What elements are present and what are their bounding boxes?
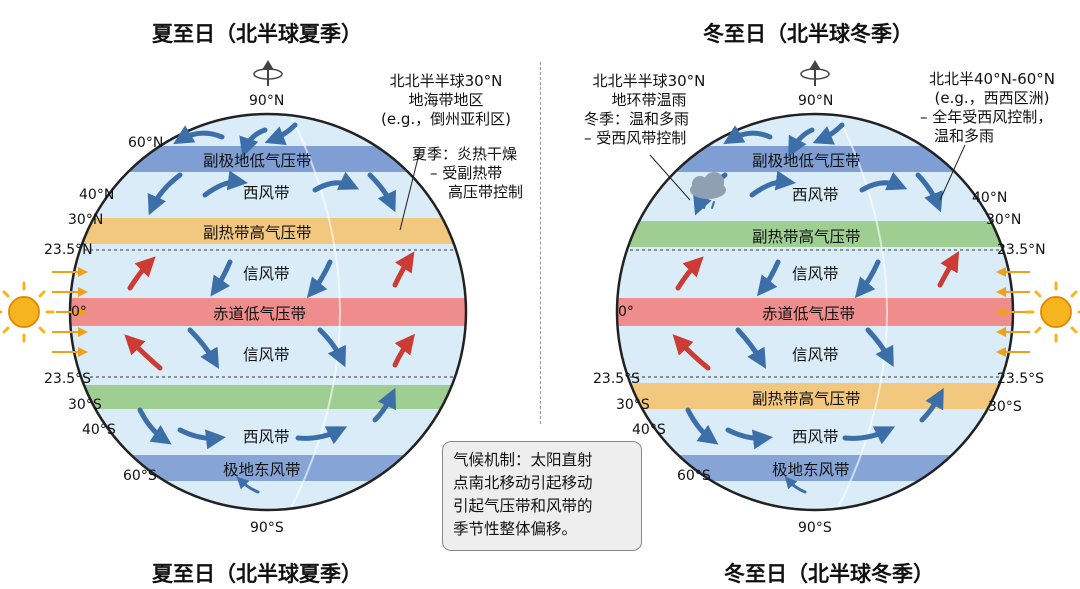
winter-label-equatorial-low: 赤道低气压带 (762, 305, 856, 323)
summer-label-subpolar-low: 副极地低气压带 (203, 152, 312, 170)
caption-line: 季节性整体偏移。 (453, 520, 578, 538)
winter-band-equatorial-low (617, 298, 1013, 326)
summer-lat-label: 40°S (82, 422, 116, 438)
summer-pole-south: 90°S (250, 520, 284, 536)
summer-band-equatorial-low (70, 298, 466, 326)
annotation-line: – 受副热带 (430, 164, 503, 182)
winter-label-trades-n: 信风带 (792, 265, 839, 283)
winter-label-polar-easterlies: 极地东风带 (772, 461, 850, 479)
winter-lat-label: 0° (618, 304, 634, 320)
rain-cloud-icon (690, 172, 726, 209)
winter-lat-label: 23.5°S (997, 371, 1045, 387)
annotation-line: 地海带地区 (408, 91, 484, 109)
rotation-icon (253, 60, 283, 86)
annotation-line: 地环带温雨 (611, 91, 687, 109)
summer-label-polar-easterlies: 极地东风带 (223, 461, 301, 479)
winter-lat-label: 40°N (972, 190, 1008, 206)
annotation-line: 北北半半球30°N (592, 72, 706, 90)
winter-lat-label: 40°S (632, 422, 666, 438)
winter-lat-label: 30°S (616, 397, 650, 413)
annotation-line: – 全年受西风控制， (920, 108, 1053, 126)
winter-label-trades-s: 信风带 (792, 346, 839, 364)
summer-title-top: 夏至日（北半球夏季） (152, 22, 362, 46)
summer-label-subtropical-high: 副热带高气压带 (203, 224, 312, 242)
summer-lat-label: 30°S (68, 397, 102, 413)
summer-lat-label: 30°N (68, 212, 104, 228)
annotation-line: 北北半40°N-60°N (928, 70, 1056, 88)
winter-label-subpolar-low: 副极地低气压带 (752, 152, 861, 170)
summer-lat-label: 23.5°N (44, 242, 93, 258)
summer-band-subtropical-high (70, 218, 466, 244)
annotation-line: 夏季：炎热干燥 (412, 145, 518, 163)
summer-lat-label: 23.5°S (44, 371, 92, 387)
annotation-line: (e.g.，倒州亚利区) (381, 110, 511, 128)
rotation-icon (800, 60, 830, 86)
annotation-line: 北北半半球30°N (389, 72, 503, 90)
annotation-line: 温和多雨 (934, 127, 995, 145)
winter-label-subtropical-high-n: 副热带高气压带 (752, 228, 861, 246)
summer-label-trades-n: 信风带 (243, 265, 290, 283)
winter-lat-label: 23.5°S (593, 371, 641, 387)
summer-pole-north: 90°N (249, 93, 285, 109)
annotation-line: 高压带控制 (448, 183, 524, 201)
sun-rays-arrows (52, 267, 88, 357)
annotation-line: – 受西风带控制 (584, 129, 687, 147)
summer-annotation: 北北半半球30°N 地海带地区 (e.g.，倒州亚利区) (368, 72, 524, 129)
summer-band-green (70, 385, 466, 409)
winter-annotation-left: 北北半半球30°N 地环带温雨 冬季：温和多雨 – 受西风带控制 (574, 72, 724, 148)
winter-lat-label: 23.5°N (997, 242, 1046, 258)
sun-rays-arrows (996, 267, 1030, 357)
summer-season-note: 夏季：炎热干燥 – 受副热带 高压带控制 (412, 145, 542, 202)
climate-mechanism-caption: 气候机制：太阳直射 点南北移动引起移动 引起气压带和风带的 季节性整体偏移。 (442, 441, 642, 551)
winter-pole-north: 90°N (798, 93, 834, 109)
sun-icon (0, 281, 55, 343)
summer-lat-label: 0° (71, 304, 87, 320)
summer-lat-label: 40°N (79, 187, 115, 203)
winter-lat-label: 30°N (986, 212, 1022, 228)
annotation-line: 冬季：温和多雨 (584, 110, 690, 128)
winter-band-green (617, 221, 1013, 247)
summer-label-westerlies-s: 西风带 (243, 428, 290, 446)
summer-title-bottom: 夏至日（北半球夏季） (152, 562, 362, 586)
winter-globe (615, 60, 1080, 512)
winter-band-subtropical-high (617, 383, 1013, 409)
winter-title-bottom: 冬至日（北半球冬季） (724, 562, 934, 586)
winter-label-subtropical-high-s: 副热带高气压带 (752, 390, 861, 408)
winter-label-westerlies-s: 西风带 (792, 428, 839, 446)
sun-icon (1025, 281, 1080, 343)
winter-lat-label: 30°S (988, 399, 1022, 415)
summer-label-trades-s: 信风带 (243, 346, 290, 364)
winter-pole-south: 90°S (798, 520, 832, 536)
summer-label-equatorial-low: 赤道低气压带 (213, 305, 307, 323)
summer-lat-label: 60°N (128, 135, 164, 151)
panel-divider (540, 62, 541, 424)
winter-annotation-right: 北北半40°N-60°N (e.g.，西西区洲) – 全年受西风控制， 温和多雨 (912, 70, 1072, 146)
summer-globe (0, 60, 468, 512)
caption-line: 引起气压带和风带的 (453, 497, 593, 515)
caption-line: 点南北移动引起移动 (453, 474, 593, 492)
summer-label-westerlies-n: 西风带 (243, 184, 290, 202)
winter-title-top: 冬至日（北半球冬季） (703, 22, 913, 46)
summer-lat-label: 60°S (123, 468, 157, 484)
winter-lat-label: 60°S (677, 468, 711, 484)
winter-label-westerlies-n: 西风带 (792, 186, 839, 204)
caption-line: 气候机制：太阳直射 (453, 451, 593, 469)
annotation-line: (e.g.，西西区洲) (934, 89, 1050, 107)
